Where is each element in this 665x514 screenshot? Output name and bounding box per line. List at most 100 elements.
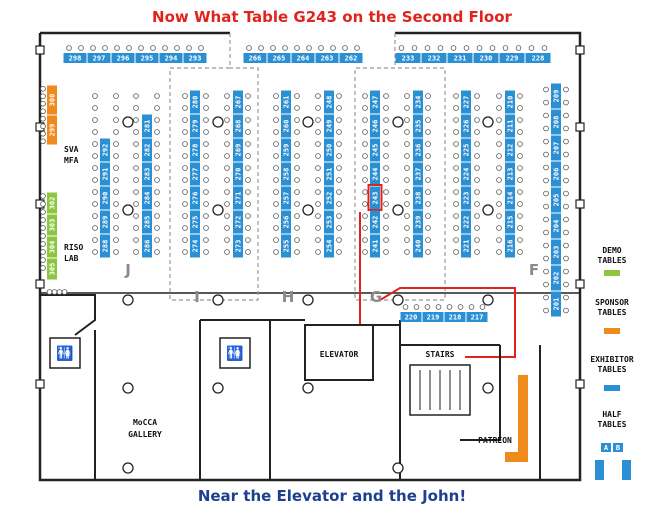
exhibitor-table[interactable] — [370, 162, 380, 186]
exhibitor-table[interactable] — [63, 53, 87, 63]
exhibitor-table[interactable] — [413, 210, 423, 234]
exhibitor-table[interactable] — [461, 186, 471, 210]
exhibitor-table[interactable] — [413, 90, 423, 114]
exhibitor-table[interactable] — [190, 234, 200, 258]
exhibitor-table[interactable] — [111, 53, 135, 63]
exhibitor-table[interactable] — [551, 187, 561, 213]
exhibitor-table[interactable] — [370, 90, 380, 114]
exhibitor-table[interactable] — [473, 53, 499, 63]
exhibitor-table[interactable] — [142, 186, 152, 210]
exhibitor-table[interactable] — [142, 138, 152, 162]
exhibitor-table[interactable] — [551, 239, 561, 265]
exhibitor-table[interactable] — [505, 114, 515, 138]
exhibitor-table[interactable] — [281, 138, 291, 162]
exhibitor-table[interactable] — [413, 138, 423, 162]
exhibitor-table[interactable] — [324, 186, 334, 210]
exhibitor-table[interactable] — [142, 234, 152, 258]
exhibitor-table[interactable] — [100, 162, 110, 186]
exhibitor-table[interactable] — [444, 312, 466, 322]
exhibitor-table[interactable] — [370, 234, 380, 258]
exhibitor-table[interactable] — [461, 90, 471, 114]
exhibitor-table[interactable] — [267, 53, 291, 63]
exhibitor-table[interactable] — [466, 312, 488, 322]
exhibitor-table[interactable] — [395, 53, 421, 63]
exhibitor-table[interactable] — [551, 135, 561, 161]
exhibitor-table[interactable] — [190, 186, 200, 210]
exhibitor-table[interactable] — [100, 186, 110, 210]
exhibitor-table[interactable] — [505, 186, 515, 210]
exhibitor-table[interactable] — [551, 161, 561, 187]
exhibitor-table[interactable] — [461, 234, 471, 258]
exhibitor-table[interactable] — [370, 186, 380, 210]
exhibitor-table[interactable] — [413, 234, 423, 258]
exhibitor-table[interactable] — [461, 162, 471, 186]
exhibitor-table[interactable] — [190, 138, 200, 162]
exhibitor-table[interactable] — [551, 265, 561, 291]
exhibitor-table[interactable] — [183, 53, 207, 63]
exhibitor-table[interactable] — [47, 258, 57, 280]
exhibitor-table[interactable] — [233, 114, 243, 138]
exhibitor-table[interactable] — [190, 210, 200, 234]
exhibitor-table[interactable] — [281, 186, 291, 210]
exhibitor-table[interactable] — [422, 312, 444, 322]
exhibitor-table[interactable] — [551, 109, 561, 135]
exhibitor-table[interactable] — [551, 83, 561, 109]
exhibitor-table[interactable] — [461, 138, 471, 162]
exhibitor-table[interactable] — [47, 214, 57, 236]
exhibitor-table[interactable] — [505, 162, 515, 186]
exhibitor-table[interactable] — [505, 234, 515, 258]
exhibitor-table[interactable] — [315, 53, 339, 63]
exhibitor-table[interactable] — [447, 53, 473, 63]
exhibitor-table[interactable] — [324, 90, 334, 114]
exhibitor-table[interactable] — [47, 236, 57, 258]
exhibitor-table[interactable] — [190, 162, 200, 186]
exhibitor-table[interactable] — [324, 210, 334, 234]
exhibitor-table[interactable] — [190, 90, 200, 114]
exhibitor-table[interactable] — [233, 234, 243, 258]
exhibitor-table[interactable] — [142, 162, 152, 186]
exhibitor-table[interactable] — [499, 53, 525, 63]
exhibitor-table[interactable] — [324, 162, 334, 186]
exhibitor-table[interactable] — [142, 210, 152, 234]
exhibitor-table[interactable] — [233, 210, 243, 234]
exhibitor-table[interactable] — [551, 213, 561, 239]
exhibitor-table[interactable] — [324, 114, 334, 138]
exhibitor-table[interactable] — [281, 234, 291, 258]
exhibitor-table[interactable] — [421, 53, 447, 63]
exhibitor-table[interactable] — [413, 186, 423, 210]
exhibitor-table[interactable] — [281, 210, 291, 234]
exhibitor-table[interactable] — [324, 234, 334, 258]
exhibitor-table[interactable] — [233, 138, 243, 162]
exhibitor-table[interactable] — [135, 53, 159, 63]
exhibitor-table[interactable] — [281, 114, 291, 138]
exhibitor-table[interactable] — [339, 53, 363, 63]
exhibitor-table[interactable] — [100, 234, 110, 258]
exhibitor-table[interactable] — [370, 138, 380, 162]
exhibitor-table[interactable] — [233, 90, 243, 114]
exhibitor-table[interactable] — [100, 138, 110, 162]
exhibitor-table[interactable] — [413, 114, 423, 138]
exhibitor-table[interactable] — [413, 162, 423, 186]
exhibitor-table[interactable] — [291, 53, 315, 63]
exhibitor-table[interactable] — [142, 114, 152, 138]
exhibitor-table[interactable] — [281, 162, 291, 186]
exhibitor-table[interactable] — [190, 114, 200, 138]
exhibitor-table[interactable] — [505, 138, 515, 162]
exhibitor-table[interactable] — [159, 53, 183, 63]
exhibitor-table[interactable] — [461, 114, 471, 138]
exhibitor-table[interactable] — [400, 312, 422, 322]
exhibitor-table[interactable] — [461, 210, 471, 234]
exhibitor-table[interactable] — [47, 115, 57, 145]
exhibitor-table[interactable] — [505, 90, 515, 114]
exhibitor-table[interactable] — [47, 85, 57, 115]
exhibitor-table[interactable] — [87, 53, 111, 63]
exhibitor-table[interactable] — [233, 162, 243, 186]
exhibitor-table[interactable] — [324, 138, 334, 162]
exhibitor-table[interactable] — [47, 192, 57, 214]
exhibitor-table[interactable] — [233, 186, 243, 210]
exhibitor-table[interactable] — [243, 53, 267, 63]
exhibitor-table[interactable] — [281, 90, 291, 114]
exhibitor-table[interactable] — [100, 210, 110, 234]
exhibitor-table[interactable] — [370, 210, 380, 234]
exhibitor-table[interactable] — [525, 53, 551, 63]
